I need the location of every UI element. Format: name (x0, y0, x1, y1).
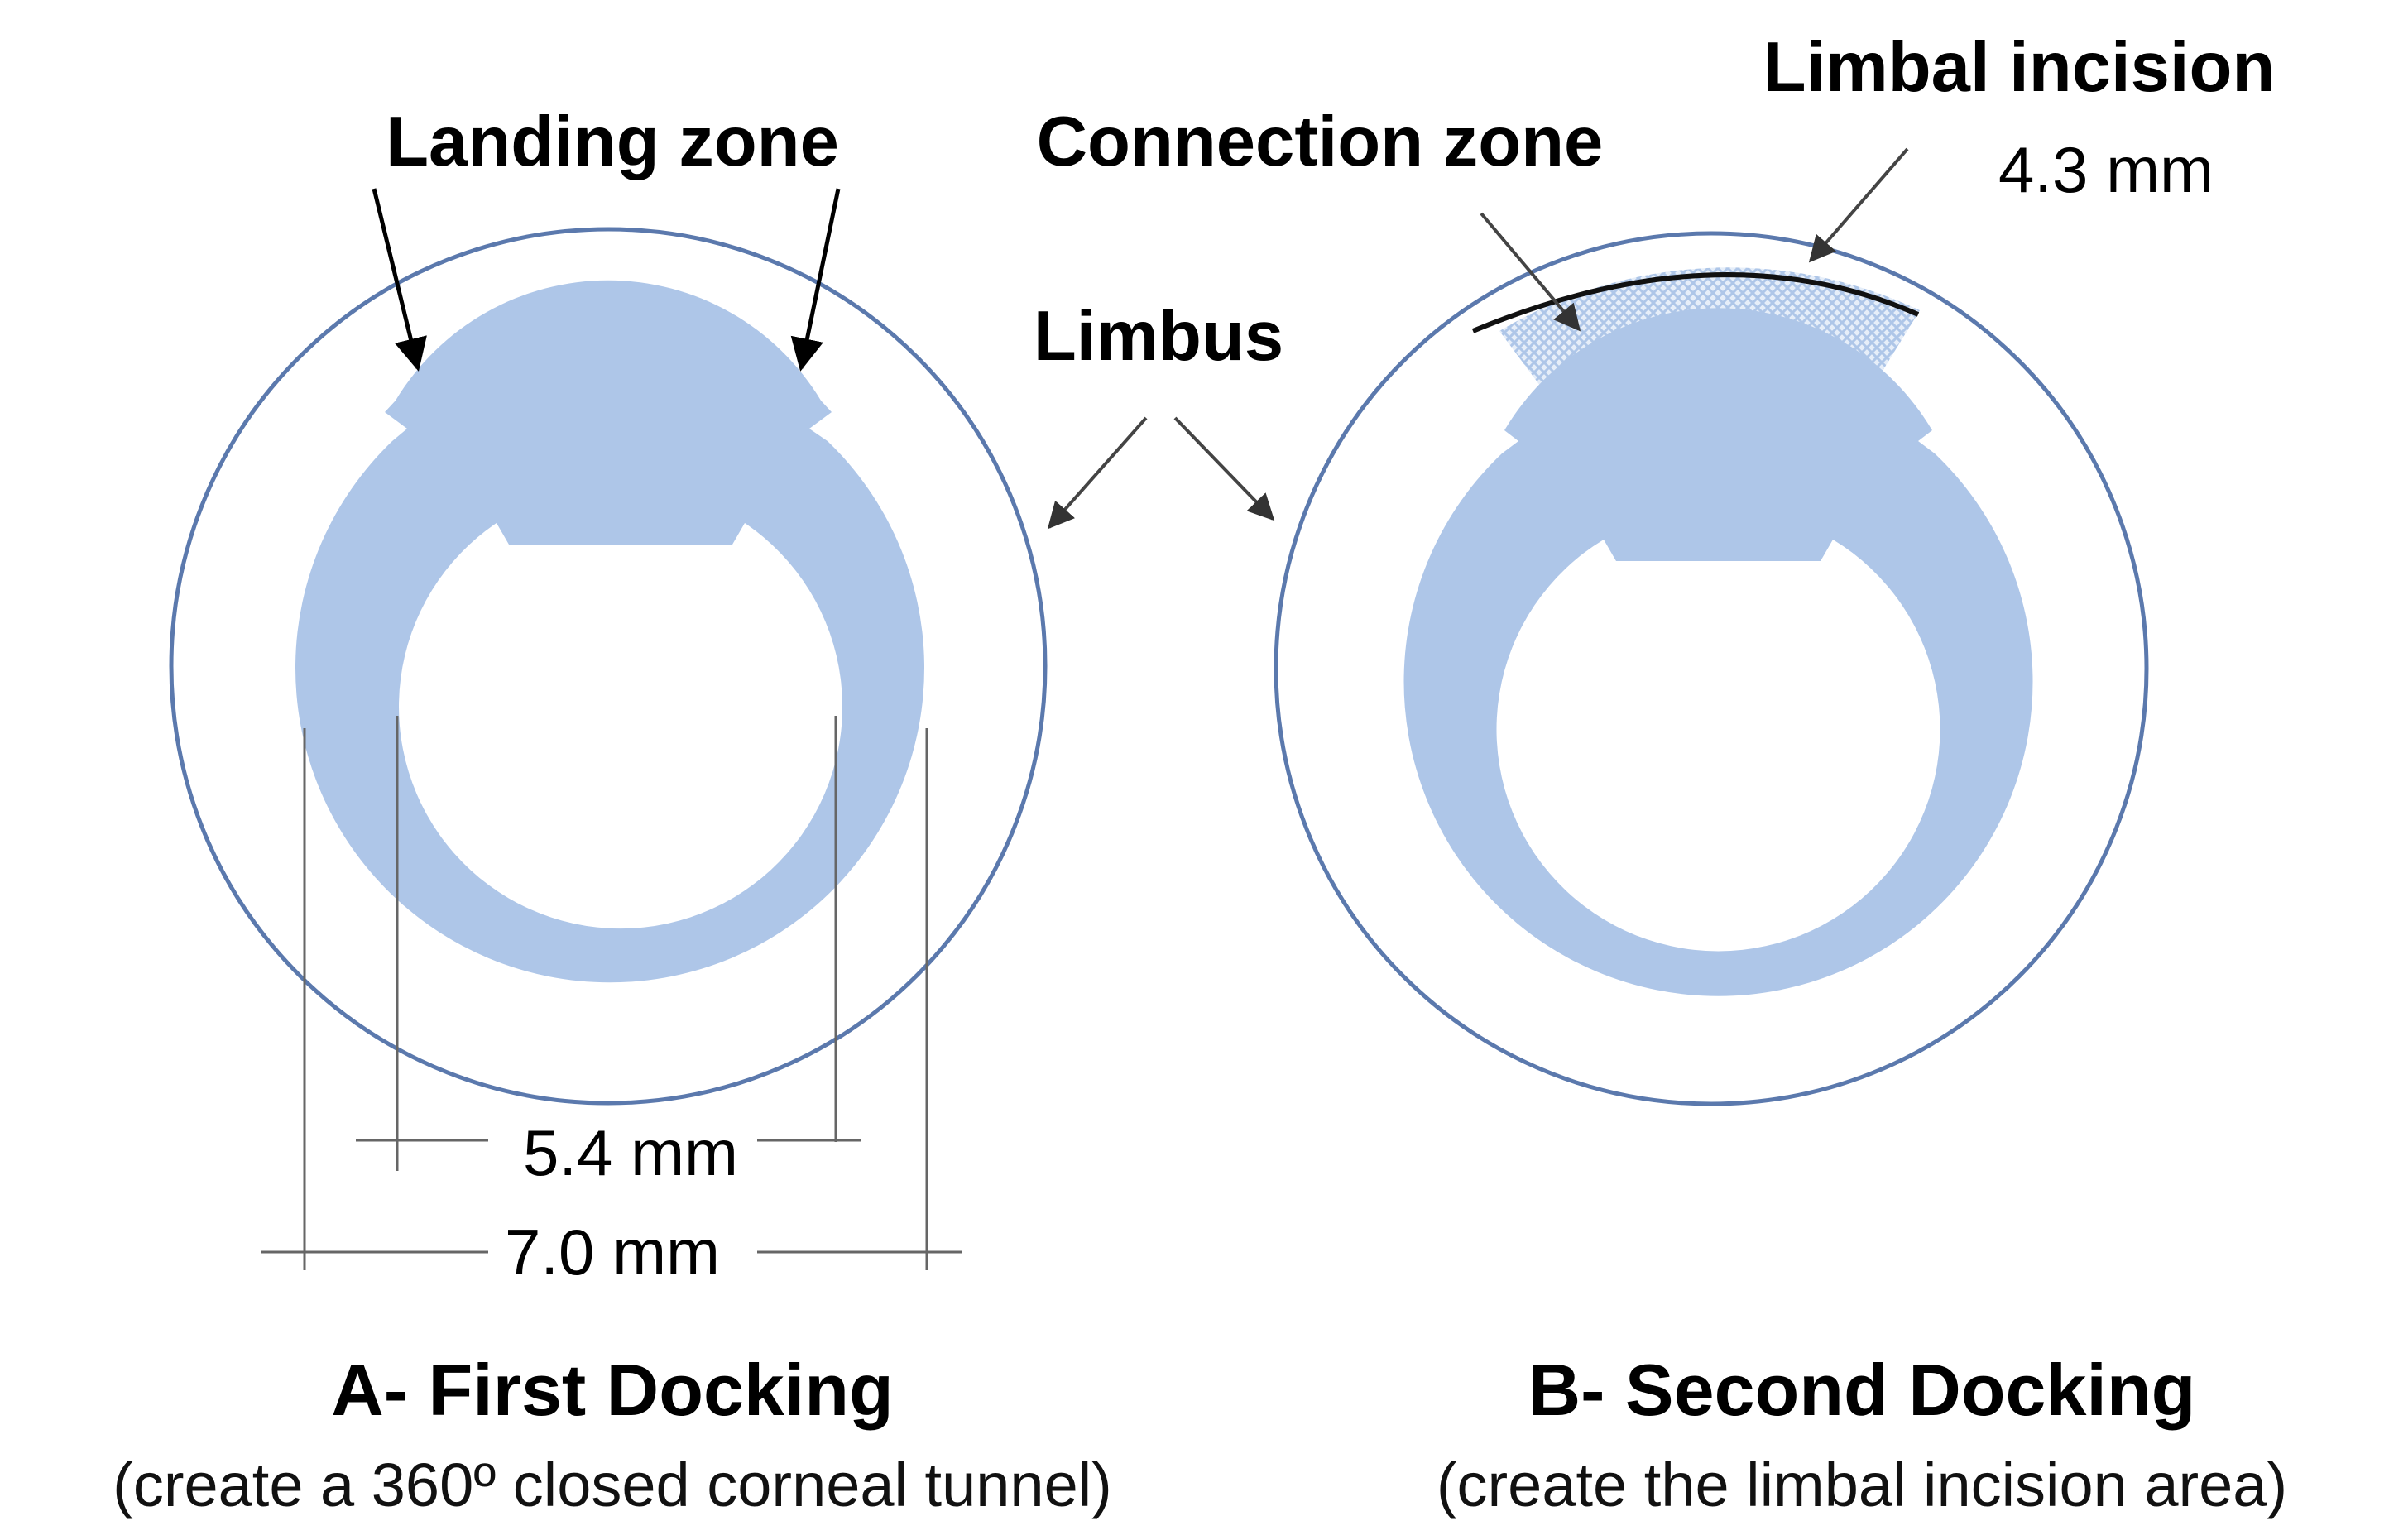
landing-zone-arrow-right (790, 188, 841, 372)
panel-b: Connection zone Limbal incision 4.3 mm B… (1037, 28, 2287, 1519)
limbus-label: Limbus (1034, 297, 1283, 376)
panel-a-title: A- First Docking (331, 1349, 894, 1431)
limbal-incision-arc (1471, 272, 1920, 333)
tunnel-ring-b (1403, 308, 2033, 996)
limbal-incision-arrow (1808, 147, 1909, 263)
limbus-arrow-left (1047, 416, 1148, 530)
dimension-outer-label: 7.0 mm (505, 1216, 720, 1288)
panel-a: 5.4 mm 7.0 mm Landing zone A- First Dock… (113, 103, 1112, 1519)
tunnel-ring-a (295, 280, 925, 983)
connection-zone-arrow (1480, 212, 1581, 332)
panel-b-title: B- Second Docking (1528, 1349, 2196, 1431)
limbus-circle-b (1274, 231, 2149, 1106)
limbus-callout: Limbus (1034, 297, 1283, 530)
panel-a-subtitle: (create a 360º closed corneal tunnel) (113, 1451, 1112, 1519)
dimension-inner-label: 5.4 mm (523, 1116, 738, 1189)
dimension-lines-a (261, 716, 962, 1270)
limbus-circle-a (169, 227, 1048, 1106)
landing-zone-arrow-left (372, 188, 427, 372)
limbus-arrow-right (1173, 416, 1275, 521)
limbal-incision-label: Limbal incision (1763, 28, 2276, 107)
limbal-incision-size: 4.3 mm (1998, 133, 2214, 206)
panel-b-subtitle: (create the limbal incision area) (1437, 1451, 2287, 1519)
connection-zone-label: Connection zone (1037, 103, 1604, 181)
landing-zone-label: Landing zone (386, 103, 839, 181)
